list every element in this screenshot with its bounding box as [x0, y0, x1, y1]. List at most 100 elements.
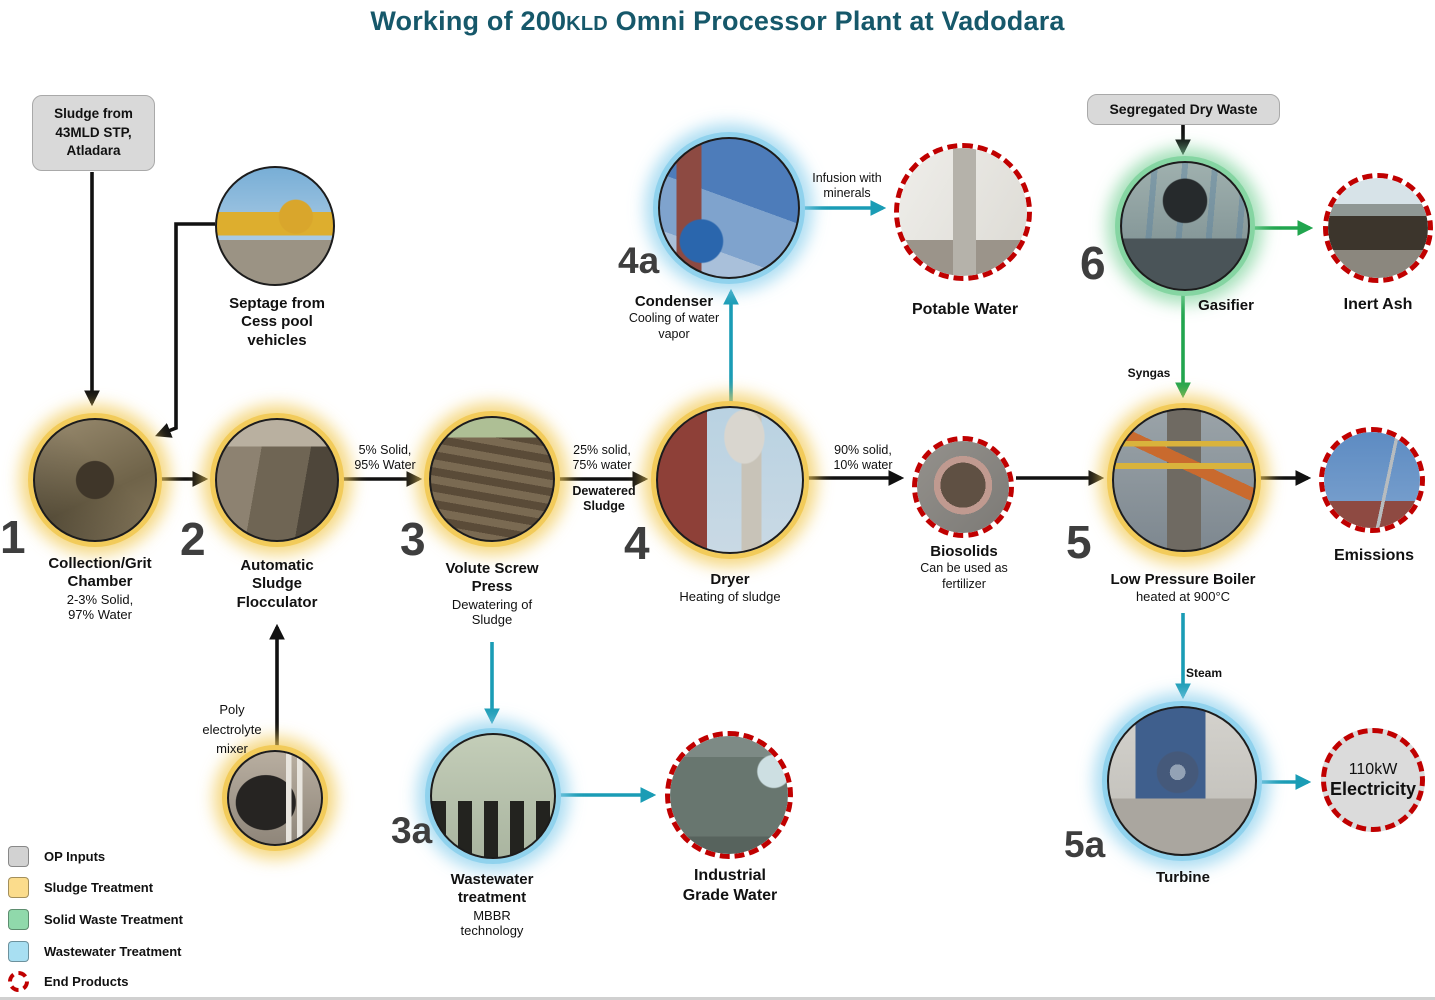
label-line: 25% solid, — [573, 443, 631, 457]
title-part1: Working of 200 — [370, 6, 567, 36]
biosolids-photo — [917, 441, 1009, 533]
wastewater-treatment-swatch — [8, 941, 29, 962]
legend-end-products: End Products — [8, 971, 129, 992]
boiler-label: Low Pressure Boiler heated at 900°C — [1073, 571, 1293, 605]
wastewater-treatment-photo — [430, 733, 556, 859]
step-number-5a: 5a — [1064, 824, 1106, 865]
industrial-water-photo — [670, 736, 788, 854]
label-line: vapor — [658, 326, 690, 341]
label-line: Chamber — [67, 573, 133, 591]
inert-ash-label: Inert Ash — [1288, 295, 1435, 315]
flow-label-syngas: Syngas — [1127, 366, 1171, 380]
label-line: Emissions — [1333, 547, 1415, 564]
flocculator-photo — [215, 418, 339, 542]
label-line: 5% Solid, — [358, 443, 412, 457]
node-turbine — [1107, 706, 1257, 856]
electricity-label: Electricity — [1329, 778, 1417, 799]
legend-label: Solid Waste Treatment — [44, 912, 183, 927]
label-line: Inert Ash — [1343, 296, 1413, 313]
label-line: Cooling of water — [628, 311, 720, 326]
node-low-pressure-boiler — [1112, 408, 1256, 552]
label-line: vehicles — [247, 331, 307, 349]
label-line: mixer — [216, 741, 248, 756]
biosolids-label: Biosolids Can be used as fertilizer — [874, 543, 1054, 592]
turbine-photo — [1107, 706, 1257, 856]
poly-mixer-photo — [227, 750, 323, 846]
inert-ash-photo — [1328, 178, 1428, 278]
label-line: electrolyte — [202, 721, 262, 737]
label-line: Industrial — [693, 867, 766, 884]
op-inputs-swatch — [8, 846, 29, 867]
label-line: Biosolids — [930, 543, 998, 560]
step-number-4a: 4a — [618, 240, 660, 281]
node-poly-electrolyte-mixer — [227, 750, 323, 846]
label-line: Dewatering of — [451, 596, 533, 612]
node-dryer — [656, 406, 804, 554]
end-product-electricity: 110kW Electricity — [1321, 728, 1425, 832]
step-number-3: 3 — [400, 513, 426, 565]
label-line: MBBR — [473, 907, 511, 923]
electricity-value: 110kW — [1348, 760, 1398, 778]
page-title: Working of 200KLD Omni Processor Plant a… — [0, 6, 1435, 37]
grit-chamber-label: Collection/Grit Chamber 2-3% Solid, 97% … — [10, 555, 190, 623]
end-product-biosolids — [912, 436, 1014, 538]
sludge-treatment-swatch — [8, 877, 29, 898]
condenser-label: Condenser Cooling of water vapor — [584, 293, 764, 342]
node-wastewater-treatment — [430, 733, 556, 859]
label-line: technology — [460, 923, 524, 939]
flow-label-25pct-solid: 25% solid, 75% water — [542, 443, 662, 473]
label-line: Turbine — [1156, 869, 1210, 886]
label-line: heated at 900°C — [1135, 589, 1231, 605]
end-product-inert-ash — [1323, 173, 1433, 283]
label-line: fertilizer — [942, 576, 986, 591]
step-number-4: 4 — [624, 517, 650, 569]
label-line: Poly — [219, 702, 245, 717]
node-septage-truck — [215, 166, 335, 286]
label-line: Collection/Grit — [48, 555, 152, 572]
input-box-line: Segregated Dry Waste — [1109, 100, 1258, 117]
flow-label-infusion-minerals: Infusion with minerals — [787, 171, 907, 201]
label-line: Condenser — [634, 293, 714, 310]
solid-waste-treatment-swatch — [8, 909, 29, 930]
label-line: 2-3% Solid, — [66, 591, 134, 607]
label-line: Dewatered — [572, 484, 636, 498]
industrial-water-label: Industrial Grade Water — [630, 866, 830, 905]
label-line: 10% water — [833, 458, 893, 472]
step-number-1: 1 — [0, 511, 26, 563]
label-line: Volute Screw — [445, 560, 539, 577]
node-condenser — [658, 137, 800, 279]
label-line: Automatic — [240, 557, 314, 574]
label-line: Flocculator — [236, 593, 318, 611]
label-line: Septage from — [229, 295, 325, 312]
screw-press-photo — [429, 416, 555, 542]
wastewater-treatment-label: Wastewater treatment MBBR technology — [402, 871, 582, 939]
input-box-sludge-stp: Sludge from 43MLD STP, Atladara — [32, 95, 155, 171]
legend-label: Wastewater Treatment — [44, 944, 182, 959]
grit-chamber-photo — [33, 418, 157, 542]
label-line: Sludge — [251, 575, 302, 593]
label-line: treatment — [457, 889, 527, 907]
input-box-segregated-dry-waste: Segregated Dry Waste — [1087, 94, 1280, 125]
legend-sludge-treatment: Sludge Treatment — [8, 877, 153, 898]
step-number-2: 2 — [180, 513, 206, 565]
turbine-label: Turbine — [1093, 869, 1273, 887]
title-kld: KLD — [566, 13, 608, 35]
input-box-line: 43MLD STP, — [55, 124, 132, 140]
label-line: Cess pool — [241, 313, 313, 331]
emissions-label: Emissions — [1274, 546, 1435, 566]
label-line: Can be used as — [920, 561, 1008, 576]
legend-label: OP Inputs — [44, 849, 106, 864]
step-number-6: 6 — [1080, 237, 1106, 289]
potable-water-photo — [899, 148, 1027, 276]
legend-wastewater-treatment: Wastewater Treatment — [8, 941, 182, 962]
label-line: Gasifier — [1198, 297, 1254, 314]
flow-label-steam: Steam — [1186, 666, 1223, 680]
dryer-label: Dryer Heating of sludge — [630, 571, 830, 605]
end-products-swatch — [8, 971, 29, 992]
input-box-line: Sludge from — [54, 105, 133, 121]
label-line: 75% water — [572, 458, 632, 472]
legend-label: Sludge Treatment — [44, 880, 154, 895]
end-product-industrial-water — [665, 731, 793, 859]
node-volute-screw-press — [429, 416, 555, 542]
end-product-emissions — [1319, 427, 1425, 533]
